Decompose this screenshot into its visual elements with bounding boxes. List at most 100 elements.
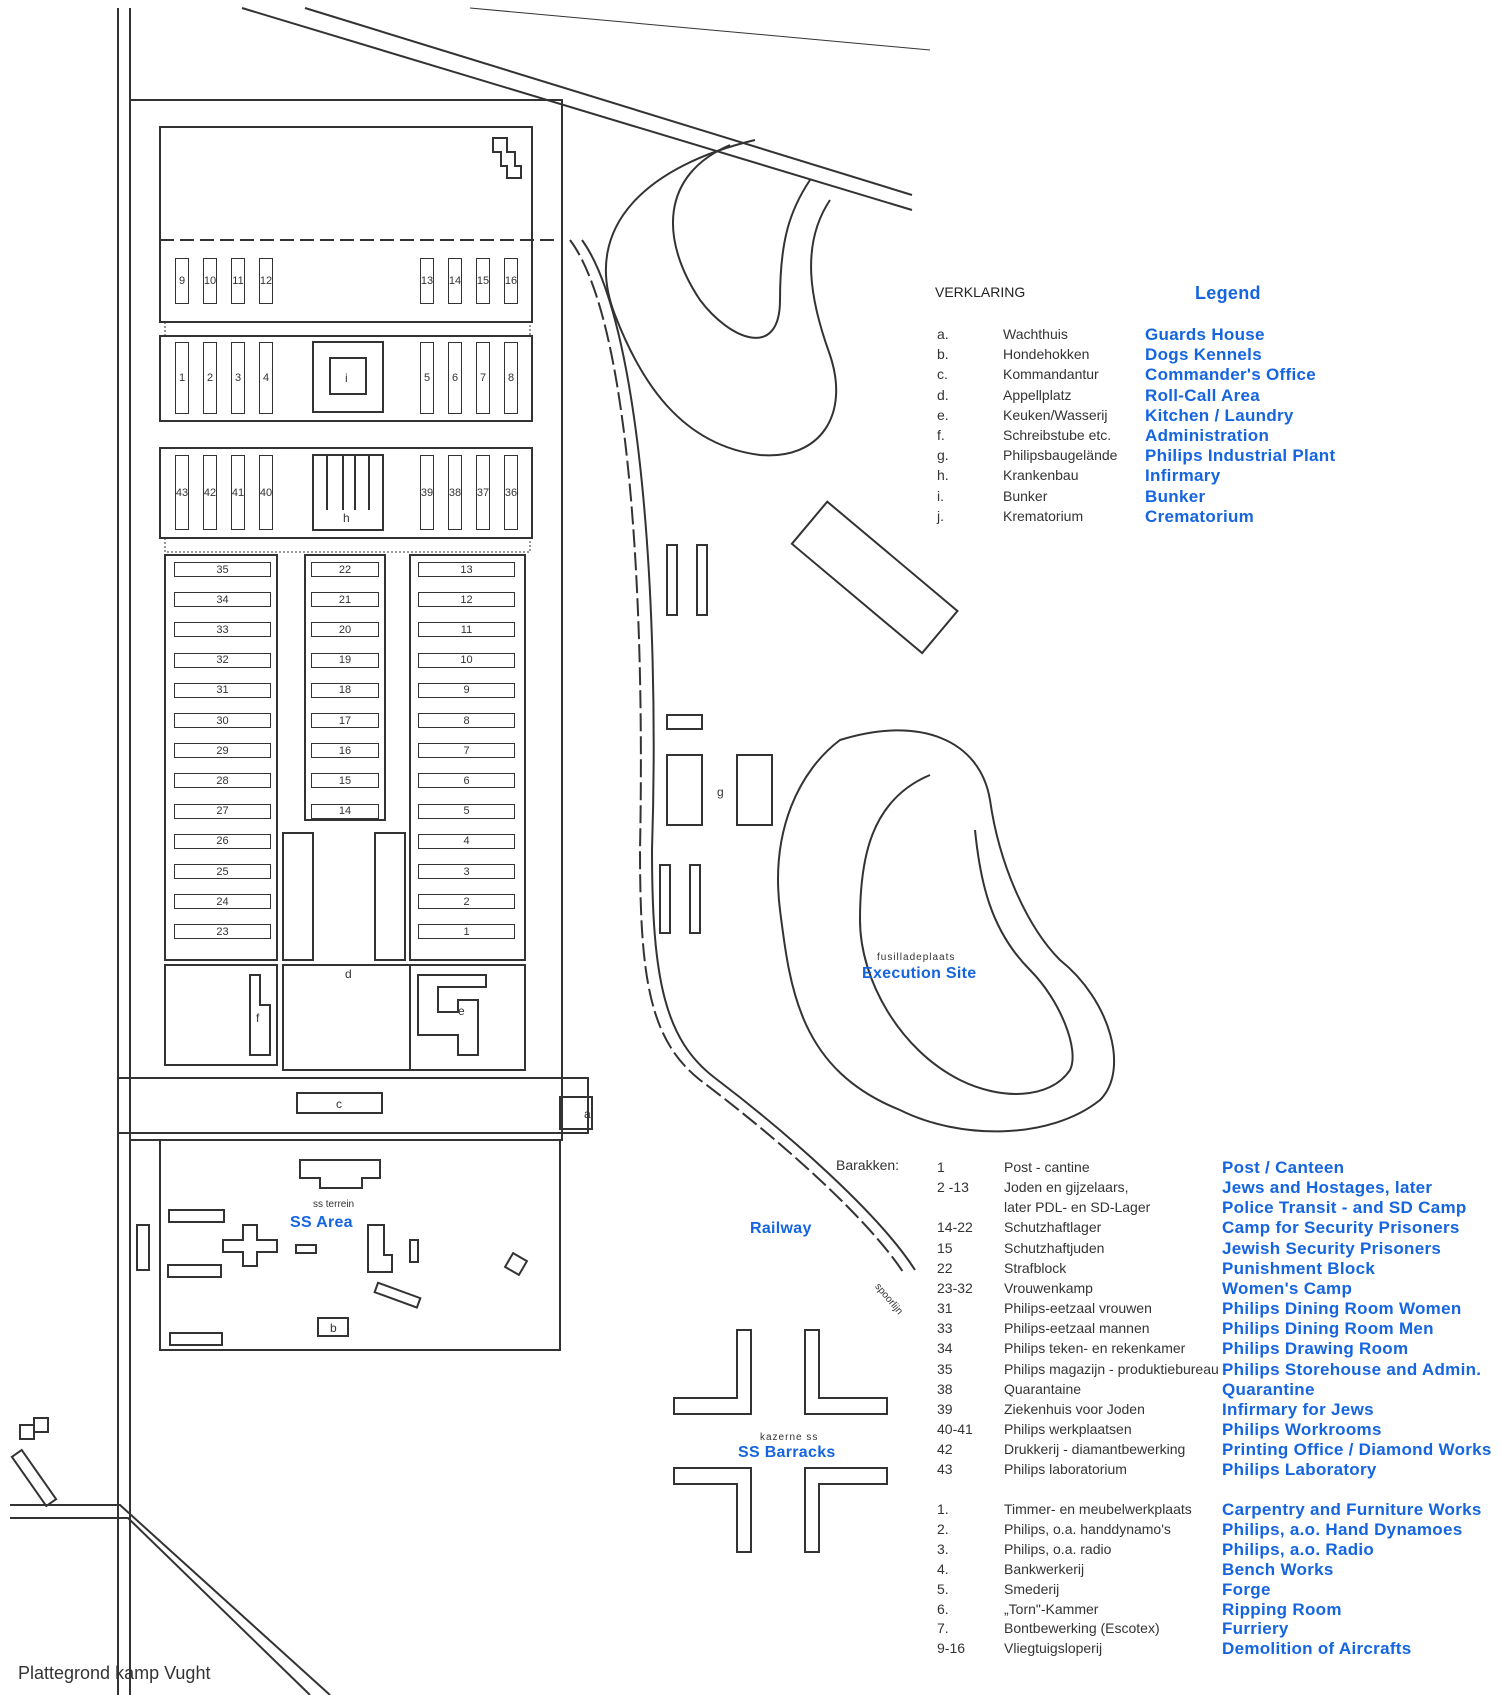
barracks-nl: Joden en gijzelaars, bbox=[1004, 1179, 1129, 1196]
barracks-en: Women's Camp bbox=[1222, 1278, 1353, 1298]
barrack-block: 1 bbox=[175, 342, 189, 414]
barrack-block: 42 bbox=[203, 455, 217, 530]
legend-en: Roll-Call Area bbox=[1145, 385, 1261, 405]
barrack-block: 2 bbox=[418, 894, 515, 910]
workshop-en: Ripping Room bbox=[1222, 1599, 1342, 1619]
barrack-block: 11 bbox=[231, 258, 245, 304]
area-letter-f: f bbox=[256, 1011, 260, 1025]
barrack-block: 41 bbox=[231, 455, 245, 530]
barrack-block: 5 bbox=[420, 342, 434, 414]
legend-nl: Krematorium bbox=[1003, 507, 1084, 524]
barrack-block: 2 bbox=[203, 342, 217, 414]
barrack-block: 15 bbox=[311, 773, 379, 789]
barrack-block: 30 bbox=[174, 713, 271, 728]
barracks-nl: Philips laboratorium bbox=[1004, 1461, 1127, 1478]
area-letter-i: i bbox=[345, 371, 348, 385]
crematorium-shape bbox=[492, 137, 522, 179]
barracks-nl: Strafblock bbox=[1004, 1259, 1067, 1276]
workshop-nl: Bankwerkerij bbox=[1004, 1560, 1085, 1577]
legend-nl: Schreibstube etc. bbox=[1003, 427, 1112, 443]
barracks-num: 39 bbox=[937, 1400, 953, 1417]
barracks-en: Punishment Block bbox=[1222, 1258, 1376, 1278]
legend-title-nl: VERKLARING bbox=[935, 284, 1026, 300]
guardhouse-a bbox=[559, 1096, 593, 1130]
legend-en: Philips Industrial Plant bbox=[1145, 446, 1336, 466]
workshop-num: 4. bbox=[937, 1560, 949, 1577]
legend-key: g. bbox=[937, 447, 949, 464]
barrack-block: 4 bbox=[259, 342, 273, 414]
ss-area-label-en: SS Area bbox=[290, 1214, 353, 1231]
barrack-block: 6 bbox=[418, 773, 515, 789]
area-letter-e: e bbox=[458, 1004, 465, 1018]
barrack-block: 25 bbox=[174, 864, 271, 879]
legend-en: Administration bbox=[1145, 426, 1270, 445]
legend-nl: Keuken/Wasserij bbox=[1003, 406, 1108, 423]
barrack-block: 27 bbox=[174, 803, 271, 819]
legend-key: a. bbox=[937, 326, 949, 342]
legend-en: Kitchen / Laundry bbox=[1145, 405, 1294, 425]
barracks-en: Philips Laboratory bbox=[1222, 1460, 1377, 1480]
workshop-num: 9-16 bbox=[937, 1640, 966, 1657]
legend-title-en: Legend bbox=[1195, 283, 1261, 303]
barrack-block: 16 bbox=[311, 743, 379, 759]
barracks-en: Philips Drawing Room bbox=[1222, 1339, 1409, 1359]
workshop-en: Forge bbox=[1222, 1579, 1271, 1599]
area-letter-c: c bbox=[336, 1097, 342, 1111]
barrack-block: 9 bbox=[418, 682, 515, 698]
barrack-block: 21 bbox=[311, 592, 379, 608]
barracks-num: 1 bbox=[937, 1159, 945, 1175]
workshop-num: 7. bbox=[937, 1620, 949, 1637]
barracks-nl: Quarantaine bbox=[1004, 1380, 1082, 1397]
workshop-en: Carpentry and Furniture Works bbox=[1222, 1500, 1482, 1519]
ss-area-fence bbox=[159, 1139, 561, 1351]
barracks-num: 40-41 bbox=[937, 1420, 973, 1437]
barrack-block: 24 bbox=[174, 894, 271, 910]
legend-nl: Bunker bbox=[1003, 487, 1048, 504]
barrack-block: 3 bbox=[418, 864, 515, 879]
barrack-block: 7 bbox=[476, 342, 490, 414]
workshop-en: Furriery bbox=[1222, 1619, 1289, 1639]
legend-key: h. bbox=[937, 467, 949, 484]
barracks-nl: Philips werkplaatsen bbox=[1004, 1420, 1132, 1437]
legend-nl: Krankenbau bbox=[1003, 467, 1079, 484]
barrack-block: 13 bbox=[420, 258, 434, 304]
barracks-nl: Post - cantine bbox=[1004, 1159, 1090, 1175]
workshop-nl: Philips, o.a. radio bbox=[1004, 1540, 1112, 1557]
barracks-en: Jews and Hostages, later bbox=[1222, 1178, 1433, 1198]
workshop-num: 6. bbox=[937, 1600, 949, 1617]
workshop-nl: Bontbewerking (Escotex) bbox=[1004, 1620, 1160, 1637]
barracks-en: Police Transit - and SD Camp bbox=[1222, 1198, 1467, 1218]
barrack-block: 23 bbox=[174, 924, 271, 940]
barracks-nl: later PDL- en SD-Lager bbox=[1004, 1199, 1151, 1216]
barracks-en: Jewish Security Prisoners bbox=[1222, 1238, 1442, 1258]
workshop-num: 1. bbox=[937, 1501, 949, 1517]
barracks-nl: Schutzhaftlager bbox=[1004, 1219, 1102, 1236]
barrack-block: 37 bbox=[476, 455, 490, 530]
barracks-num: 31 bbox=[937, 1300, 953, 1317]
legend-key: f. bbox=[937, 427, 945, 443]
commander-office-c bbox=[296, 1092, 383, 1114]
barracks-num: 33 bbox=[937, 1320, 953, 1337]
barrack-block: 39 bbox=[420, 455, 434, 530]
railway-label-en: Railway bbox=[750, 1220, 812, 1237]
barrack-block: 3 bbox=[231, 342, 245, 414]
legend-key: e. bbox=[937, 406, 949, 423]
ss-barracks-bottom bbox=[673, 1467, 888, 1553]
barrack-block: 11 bbox=[418, 622, 515, 638]
philips-plant-g bbox=[666, 544, 678, 616]
dog-kennels-b bbox=[317, 1317, 349, 1337]
barracks-en: Quarantine bbox=[1222, 1379, 1315, 1399]
workshop-nl: Smederij bbox=[1004, 1580, 1060, 1597]
barracks-en: Post / Canteen bbox=[1222, 1158, 1345, 1177]
workshop-en: Demolition of Aircrafts bbox=[1222, 1639, 1412, 1659]
barrack-block: 34 bbox=[174, 592, 271, 608]
barrack-block: 29 bbox=[174, 743, 271, 759]
barrack-block: 12 bbox=[418, 592, 515, 608]
legend-key: c. bbox=[937, 366, 948, 383]
kitchen-laundry-e bbox=[417, 974, 487, 1056]
workshop-num: 3. bbox=[937, 1540, 949, 1557]
barracks-num: 22 bbox=[937, 1259, 953, 1276]
barrack-block: 43 bbox=[175, 455, 189, 530]
barracks-nl: Schutzhaftjuden bbox=[1004, 1239, 1105, 1256]
barrack-block: 20 bbox=[311, 622, 379, 638]
